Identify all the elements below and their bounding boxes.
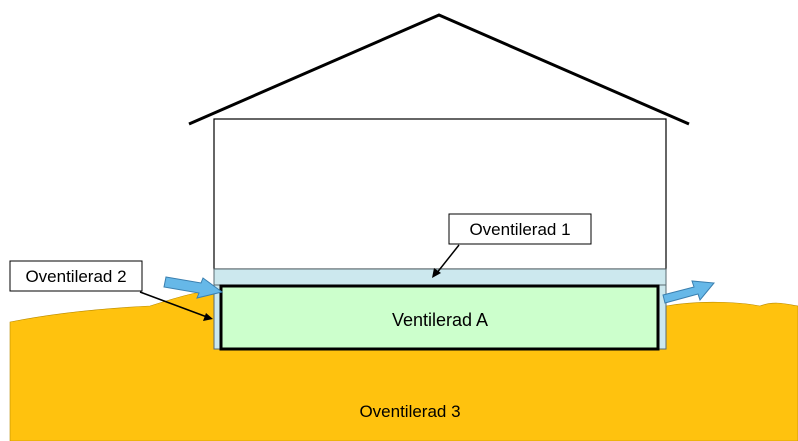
airflow-in-arrow — [163, 276, 224, 299]
label-unventilated-2: Oventilerad 2 — [25, 267, 126, 286]
pointer-unventilated-2 — [139, 291, 208, 318]
roof — [188, 13, 690, 126]
label-unventilated-1: Oventilerad 1 — [469, 220, 570, 239]
label-box-unventilated-2 — [9, 260, 143, 292]
floor-layer — [213, 268, 667, 286]
pointer-head-unventilated-1 — [432, 268, 441, 278]
house-walls — [213, 118, 667, 270]
label-ventilated-a: Ventilerad A — [392, 310, 488, 330]
airflow-out-arrow — [662, 280, 715, 304]
label-box-unventilated-1 — [448, 213, 592, 245]
label-unventilated-3: Oventilerad 3 — [359, 402, 460, 421]
ventilated-crawlspace — [219, 284, 660, 351]
pointer-head-unventilated-2 — [203, 313, 213, 321]
pointer-unventilated-1 — [435, 244, 460, 275]
